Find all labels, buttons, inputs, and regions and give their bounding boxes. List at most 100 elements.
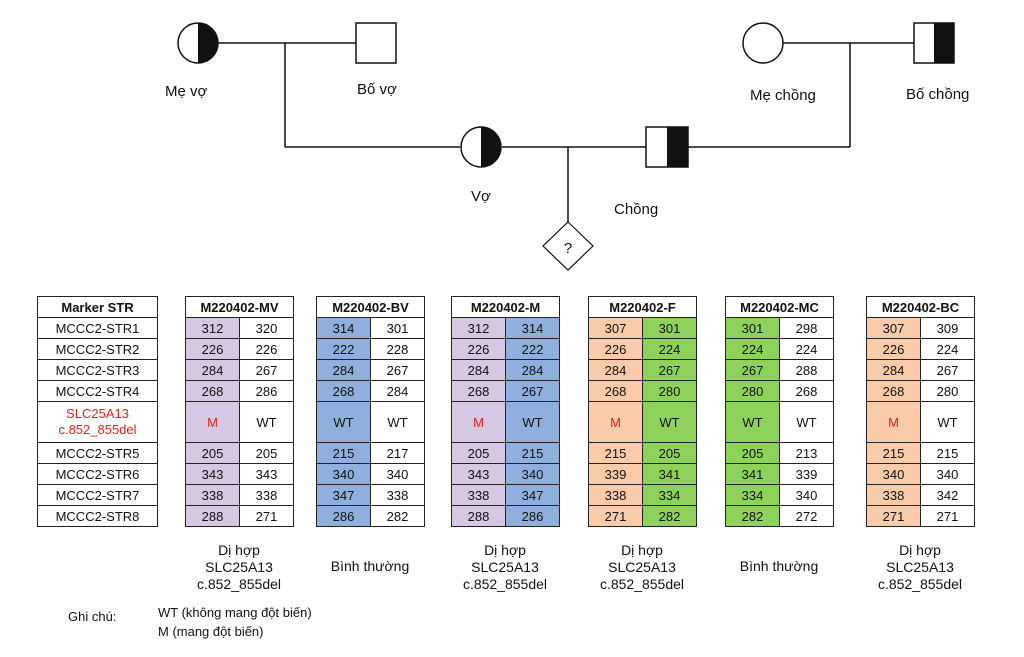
- allele-cell: 280: [642, 380, 697, 402]
- paternal-grandfather-symbol: [913, 22, 955, 64]
- allele-cell: 307: [866, 317, 921, 339]
- mutation-gene: SLC25A13: [66, 406, 129, 421]
- allele-cell: 286: [239, 380, 294, 402]
- allele-cell: 222: [505, 338, 560, 360]
- allele-cell: 343: [185, 463, 240, 485]
- allele-mutation-cell: WT: [239, 401, 294, 443]
- allele-cell: 298: [779, 317, 834, 339]
- allele-cell: 284: [370, 380, 425, 402]
- maternal-grandmother-symbol: [177, 22, 219, 64]
- sample-caption-line: Dị hợp: [899, 542, 941, 558]
- allele-cell: 215: [505, 442, 560, 464]
- allele-cell: 267: [239, 359, 294, 381]
- allele-cell: 271: [588, 505, 643, 527]
- allele-cell: 282: [725, 505, 780, 527]
- sample-caption-line: SLC25A13: [886, 559, 954, 575]
- sample-caption-line: SLC25A13: [608, 559, 676, 575]
- paternal-grandmother-symbol: [742, 22, 784, 64]
- allele-mutation-cell: WT: [642, 401, 697, 443]
- notes-label: Ghi chú:: [68, 609, 117, 624]
- marker-name: MCCC2-STR2: [37, 338, 158, 360]
- marker-name: MCCC2-STR3: [37, 359, 158, 381]
- allele-cell: 339: [779, 463, 834, 485]
- allele-mutation-cell: WT: [370, 401, 425, 443]
- allele-cell: 268: [451, 380, 506, 402]
- sample-caption-line: SLC25A13: [205, 559, 273, 575]
- allele-cell: 215: [866, 442, 921, 464]
- allele-cell: 312: [185, 317, 240, 339]
- allele-mutation-cell: M: [866, 401, 921, 443]
- marker-name: MCCC2-STR6: [37, 463, 158, 485]
- allele-cell: 215: [316, 442, 371, 464]
- allele-cell: 340: [316, 463, 371, 485]
- allele-cell: 338: [185, 484, 240, 506]
- allele-cell: 286: [316, 505, 371, 527]
- allele-mutation-cell: M: [588, 401, 643, 443]
- allele-cell: 312: [451, 317, 506, 339]
- husband-symbol: [645, 126, 689, 168]
- label-bo-chong: Bố chồng: [906, 86, 969, 103]
- allele-cell: 226: [866, 338, 921, 360]
- sample-caption-line: c.852_855del: [877, 576, 963, 592]
- allele-mutation-cell: WT: [505, 401, 560, 443]
- sample-caption: Bình thường: [709, 558, 849, 575]
- allele-cell: 224: [779, 338, 834, 360]
- allele-cell: 338: [588, 484, 643, 506]
- allele-cell: 268: [316, 380, 371, 402]
- allele-cell: 342: [920, 484, 975, 506]
- allele-mutation-cell: M: [451, 401, 506, 443]
- marker-name: MCCC2-STR1: [37, 317, 158, 339]
- sample-caption-line: Dị hợp: [218, 542, 260, 558]
- allele-cell: 341: [642, 463, 697, 485]
- marker-table: Marker STR MCCC2-STR1 MCCC2-STR2 MCCC2-S…: [37, 296, 158, 527]
- allele-cell: 224: [920, 338, 975, 360]
- allele-cell: 340: [370, 463, 425, 485]
- allele-cell: 301: [725, 317, 780, 339]
- allele-cell: 339: [588, 463, 643, 485]
- sample-id: M220402-BV: [316, 296, 425, 318]
- allele-cell: 286: [505, 505, 560, 527]
- allele-cell: 268: [588, 380, 643, 402]
- sample-caption: Bình thường: [300, 558, 440, 575]
- allele-cell: 226: [451, 338, 506, 360]
- allele-cell: 288: [779, 359, 834, 381]
- allele-cell: 205: [642, 442, 697, 464]
- allele-cell: 284: [451, 359, 506, 381]
- allele-cell: 226: [185, 338, 240, 360]
- wife-symbol: [460, 126, 502, 168]
- allele-cell: 280: [725, 380, 780, 402]
- allele-mutation-cell: WT: [920, 401, 975, 443]
- marker-name: MCCC2-STR5: [37, 442, 158, 464]
- allele-cell: 343: [451, 463, 506, 485]
- allele-cell: 340: [505, 463, 560, 485]
- allele-cell: 282: [642, 505, 697, 527]
- label-vo: Vợ: [471, 188, 491, 205]
- sample-caption-line: Bình thường: [330, 558, 410, 574]
- allele-mutation-cell: M: [185, 401, 240, 443]
- fetus-symbol: ?: [542, 221, 594, 271]
- allele-cell: 280: [920, 380, 975, 402]
- allele-cell: 307: [588, 317, 643, 339]
- sample-caption-line: Dị hợp: [484, 542, 526, 558]
- allele-cell: 341: [725, 463, 780, 485]
- allele-cell: 338: [370, 484, 425, 506]
- label-bo-vo: Bố vợ: [357, 81, 397, 98]
- allele-cell: 205: [451, 442, 506, 464]
- allele-cell: 284: [588, 359, 643, 381]
- allele-cell: 267: [642, 359, 697, 381]
- marker-header: Marker STR: [37, 296, 158, 318]
- allele-cell: 314: [505, 317, 560, 339]
- allele-cell: 268: [779, 380, 834, 402]
- allele-cell: 288: [451, 505, 506, 527]
- allele-cell: 228: [370, 338, 425, 360]
- maternal-grandfather-symbol: [355, 22, 397, 64]
- allele-cell: 284: [185, 359, 240, 381]
- sample-caption-line: c.852_855del: [462, 576, 548, 592]
- allele-cell: 288: [185, 505, 240, 527]
- allele-cell: 267: [505, 380, 560, 402]
